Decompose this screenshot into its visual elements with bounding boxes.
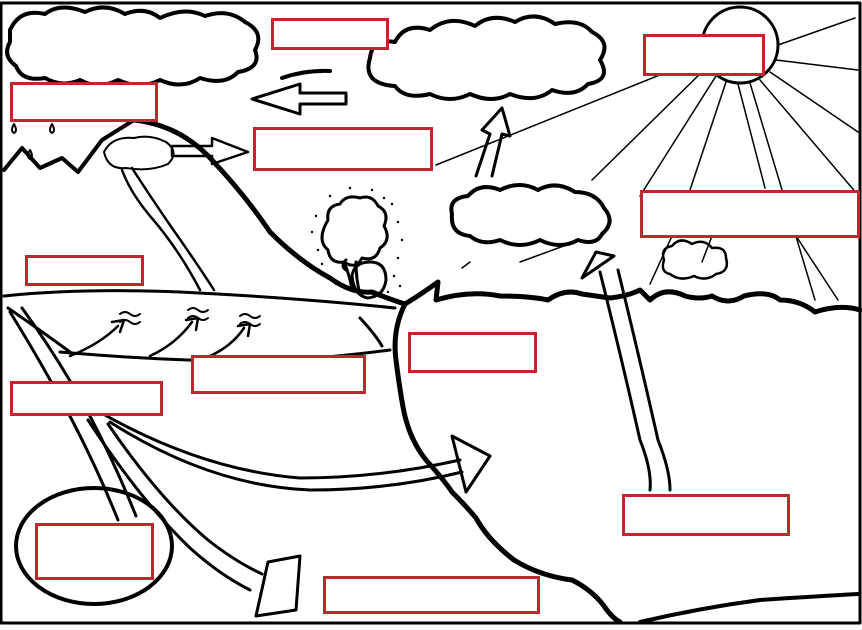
cloud-small [663,240,727,278]
mountain-left-ridge [4,120,134,172]
label-box-mountain-left[interactable] [25,255,144,286]
label-box-top-center[interactable] [271,18,389,50]
label-box-bottom-center[interactable] [323,576,540,614]
ocean-wave-top [405,282,860,312]
label-box-circled-bottom-left[interactable] [35,523,154,580]
label-box-top-left[interactable] [10,82,158,122]
ocean-bottom-coast [640,594,858,622]
cloud-middle [451,185,609,245]
wind-dash [282,71,330,78]
groundwater-arrow-head [256,556,300,616]
label-box-sun[interactable] [643,34,765,76]
lake-inner-line [360,318,382,346]
snow-cap [104,137,174,170]
lake-evaporation-arrows [70,318,250,356]
cloud-top-center [368,16,604,99]
tree [322,197,387,298]
label-box-ocean-top[interactable] [408,332,537,373]
cloud-top-left [7,7,258,85]
runoff-arrow-head [452,436,490,492]
label-box-lake-center[interactable] [191,355,366,394]
label-box-ocean-bottom-right[interactable] [622,494,790,536]
ocean-evaporation-arrow-head [582,252,614,278]
label-box-right-middle[interactable] [640,190,860,238]
label-box-left-middle[interactable] [10,381,163,416]
arrow-left-hollow [252,84,346,114]
lake-top-shore [4,291,395,308]
mountain-stream-right [132,168,214,290]
label-box-mountain-peak[interactable] [253,127,433,171]
